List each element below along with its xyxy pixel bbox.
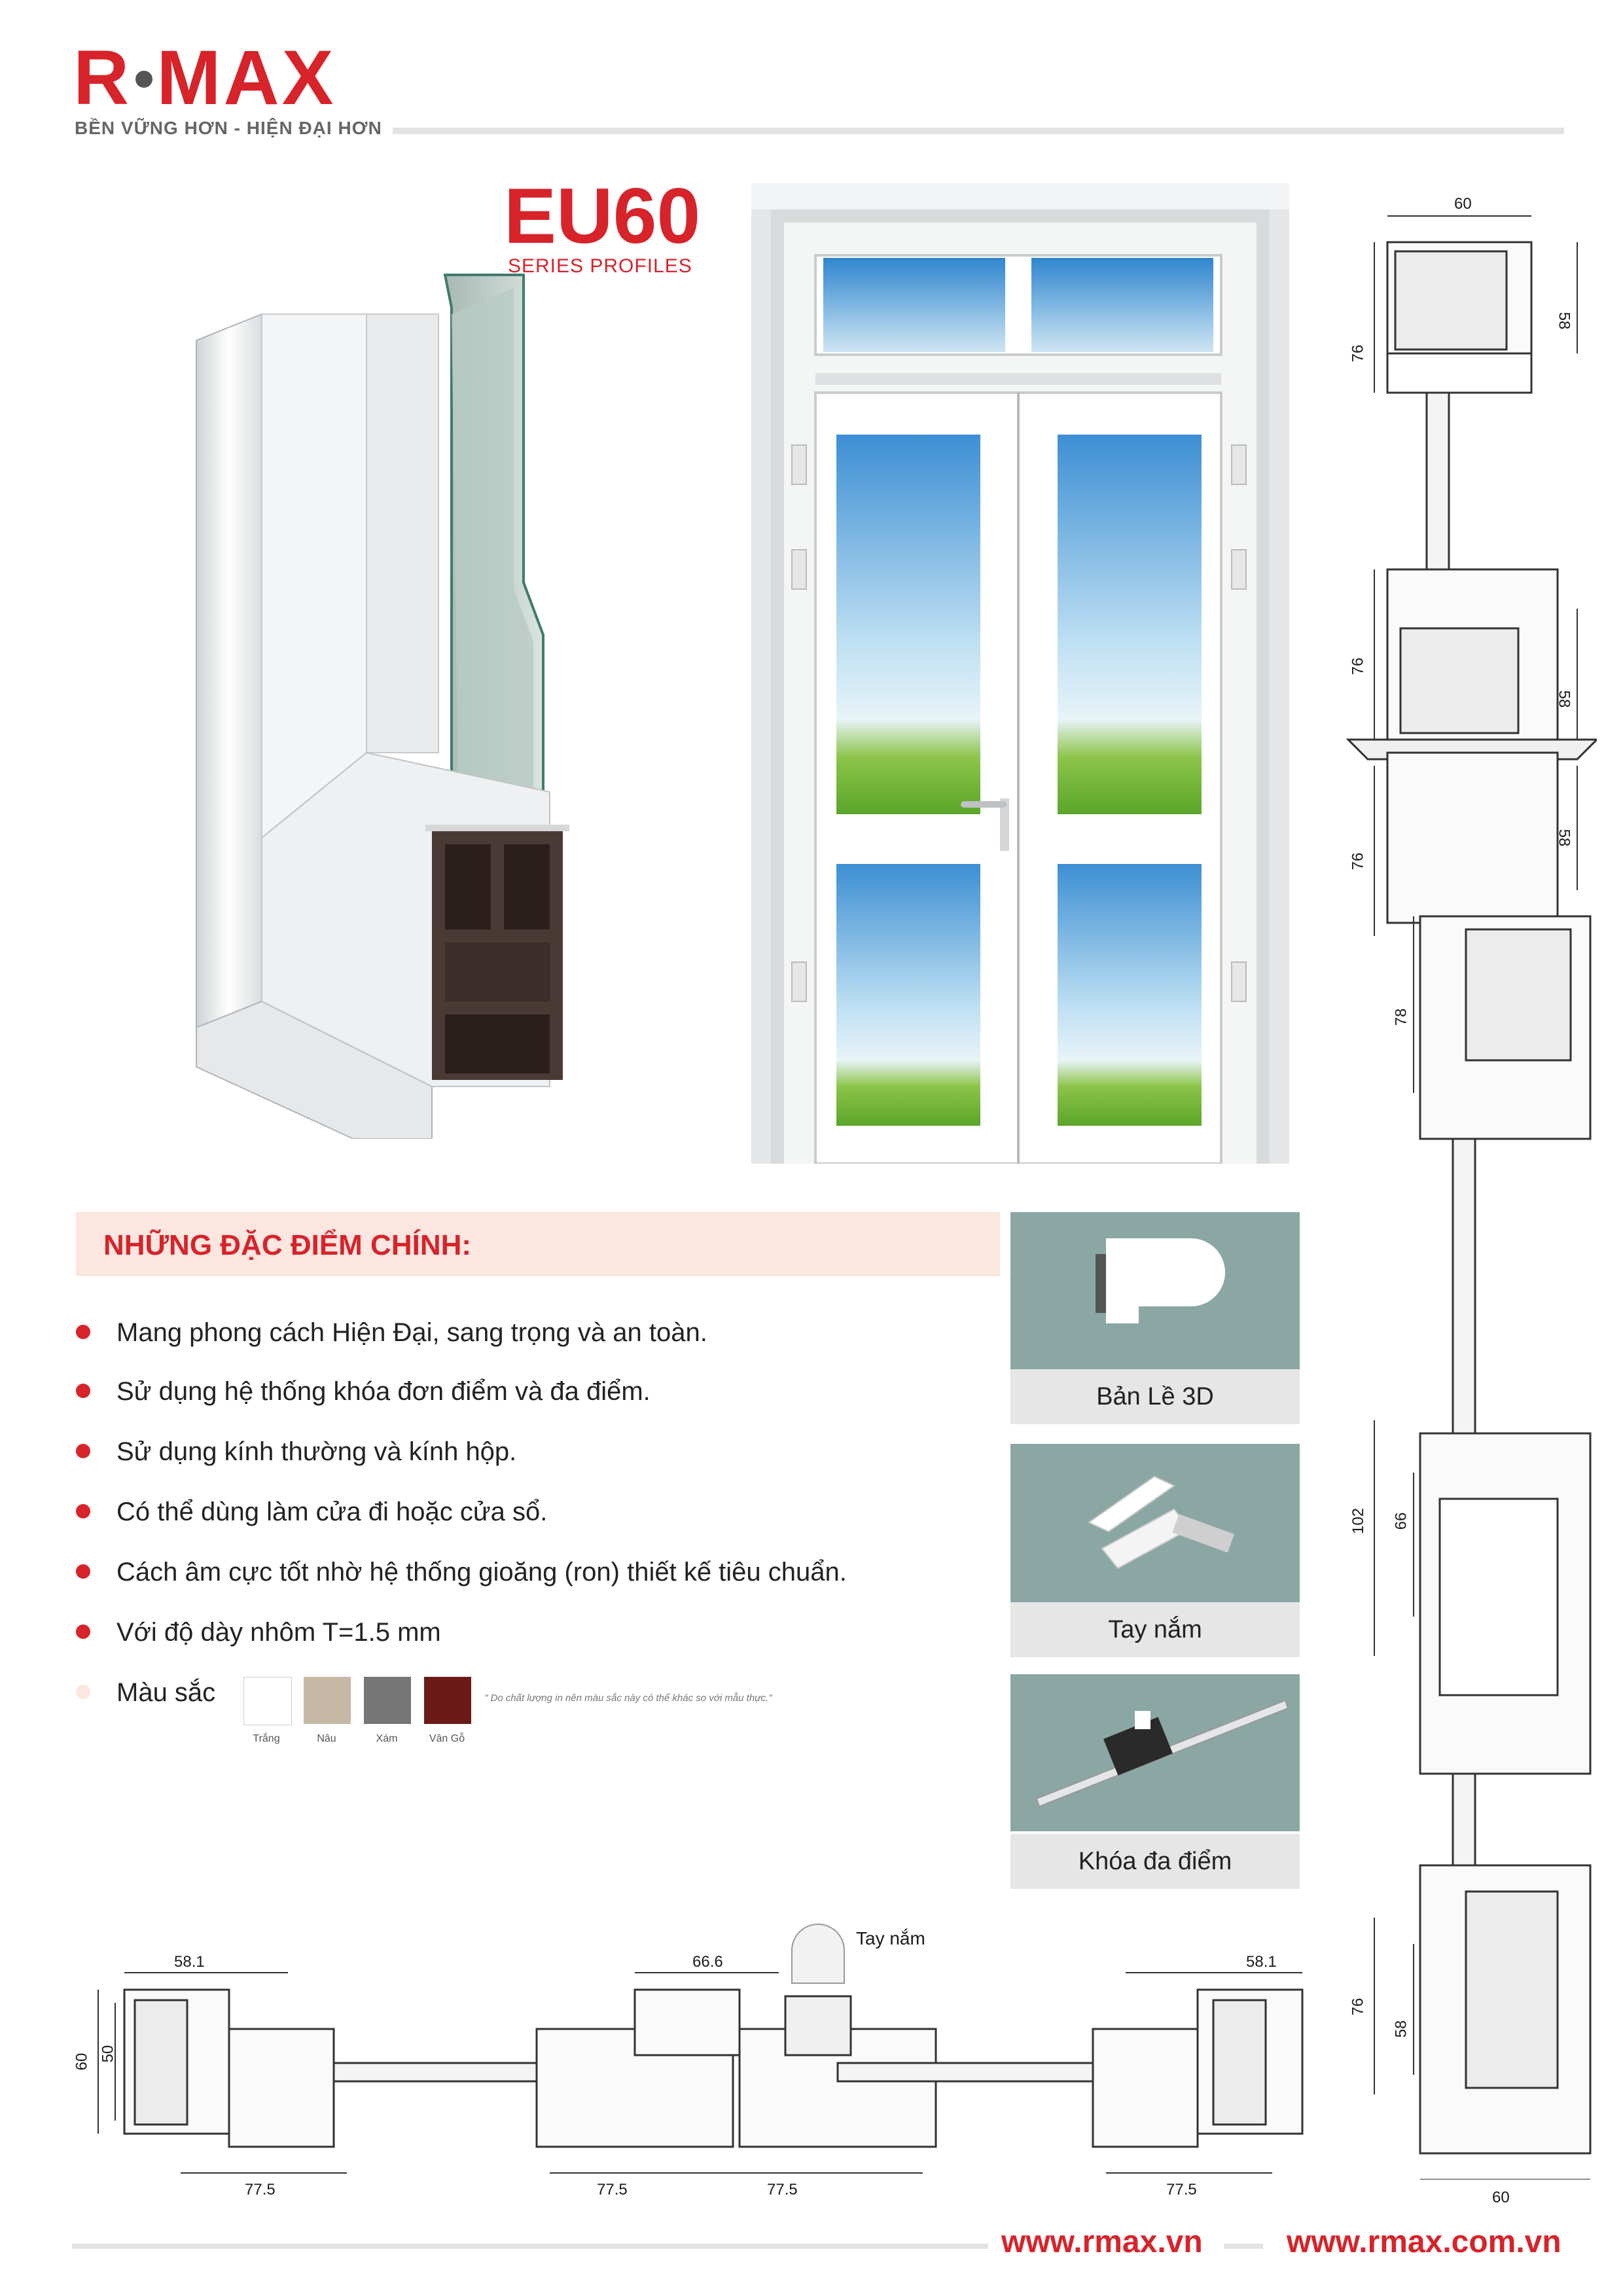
vertical-section-drawing — [1346, 215, 1597, 2179]
swatch-brown — [304, 1677, 351, 1724]
footer-divider — [1224, 2244, 1263, 2249]
header-divider — [393, 128, 1564, 134]
vsec-dim-3: 76 — [1349, 657, 1367, 675]
vsec-dim-9: 66 — [1392, 1512, 1410, 1530]
feature-item: Có thể dùng làm cửa đi hoặc cửa sổ. — [76, 1498, 547, 1527]
swatch-woodgrain — [424, 1677, 471, 1724]
hsec-left-dim-2: 50 — [99, 2045, 117, 2063]
hsec-top-dim-1: 58.1 — [174, 1953, 205, 1971]
accessory-caption: Tay nắm — [1010, 1602, 1300, 1657]
multipoint-lock-icon — [1035, 1699, 1289, 1808]
vsec-dim-7: 78 — [1392, 1008, 1410, 1026]
bullet-icon — [76, 1504, 90, 1519]
door-photo — [751, 183, 1289, 1164]
accessory-image-lock — [1010, 1674, 1300, 1831]
swatch-white — [243, 1677, 292, 1725]
footer-divider — [72, 2244, 988, 2249]
colors-label: Màu sắc — [76, 1678, 215, 1708]
feature-item: Cách âm cực tốt nhờ hệ thống gioăng (ron… — [76, 1558, 847, 1587]
hsec-bottom-dim-1: 77.5 — [245, 2181, 276, 2198]
vsec-dim-4: 58 — [1555, 690, 1573, 708]
vsec-dim-8: 102 — [1349, 1507, 1368, 1535]
hsec-bottom-dim-4: 77.5 — [1166, 2181, 1197, 2198]
feature-item: Với độ dày nhôm T=1.5 mm — [76, 1618, 441, 1647]
series-subtitle: SERIES PROFILES — [508, 255, 692, 277]
swatch-grey — [364, 1677, 411, 1724]
color-note: " Do chất lượng in nên màu sắc này có th… — [484, 1693, 772, 1704]
swatch-label: Vân Gỗ — [429, 1733, 465, 1744]
feature-item: Mang phong cách Hiện Đại, sang trọng và … — [76, 1318, 707, 1348]
hsec-bottom-dim-3: 77.5 — [767, 2181, 798, 2198]
series-title: EU60 — [504, 172, 701, 260]
features-heading: NHỮNG ĐẶC ĐIỂM CHÍNH: — [103, 1229, 472, 1261]
footer-url-2[interactable]: www.rmax.com.vn — [1287, 2225, 1561, 2259]
vsec-top-width: 60 — [1454, 195, 1472, 213]
accessory-caption: Bản Lề 3D — [1010, 1369, 1300, 1424]
vsec-dim-11: 58 — [1392, 2020, 1410, 2038]
bullet-icon — [76, 1325, 90, 1340]
horizontal-section-drawing — [98, 1924, 1304, 2174]
features-heading-band — [76, 1212, 1000, 1276]
accessory-image-handle — [1010, 1444, 1300, 1604]
hsec-left-dim-1: 60 — [73, 2053, 91, 2071]
vsec-dim-5: 76 — [1349, 852, 1367, 870]
hinge-3d-icon — [1096, 1238, 1225, 1323]
footer-url-1[interactable]: www.rmax.vn — [1001, 2225, 1203, 2259]
profile-corner-image — [196, 274, 569, 1139]
accessory-image-hinge — [1010, 1212, 1300, 1369]
hsec-top-dim-3: 58.1 — [1246, 1953, 1277, 1971]
swatch-label: Xám — [376, 1733, 398, 1744]
hsec-bottom-dim-2: 77.5 — [597, 2181, 628, 2198]
swatch-label: Trắng — [253, 1733, 280, 1744]
handle-icon — [1088, 1475, 1235, 1570]
bullet-icon — [76, 1444, 90, 1459]
vsec-dim-6: 58 — [1555, 829, 1573, 847]
bullet-icon — [76, 1624, 90, 1640]
logo-dot — [135, 70, 153, 88]
vsec-bottom-width: 60 — [1492, 2189, 1510, 2206]
vsec-dim-1: 76 — [1349, 344, 1367, 363]
feature-item: Sử dụng hệ thống khóa đơn điểm và đa điể… — [76, 1377, 651, 1407]
swatch-label: Nâu — [317, 1733, 336, 1744]
brand-tagline: BỀN VỮNG HƠN - HIỆN ĐẠI HƠN — [75, 118, 382, 138]
bullet-icon — [76, 1384, 90, 1399]
bullet-icon — [76, 1564, 90, 1579]
hsec-handle-label: Tay nắm — [856, 1928, 925, 1948]
hsec-top-dim-2: 66.6 — [692, 1953, 723, 1971]
vsec-dim-2: 58 — [1555, 312, 1573, 330]
feature-item: Sử dụng kính thường và kính hộp. — [76, 1437, 516, 1467]
accessory-caption: Khóa đa điểm — [1010, 1834, 1300, 1889]
vsec-dim-10: 76 — [1349, 1998, 1367, 2016]
bullet-icon — [76, 1685, 90, 1700]
